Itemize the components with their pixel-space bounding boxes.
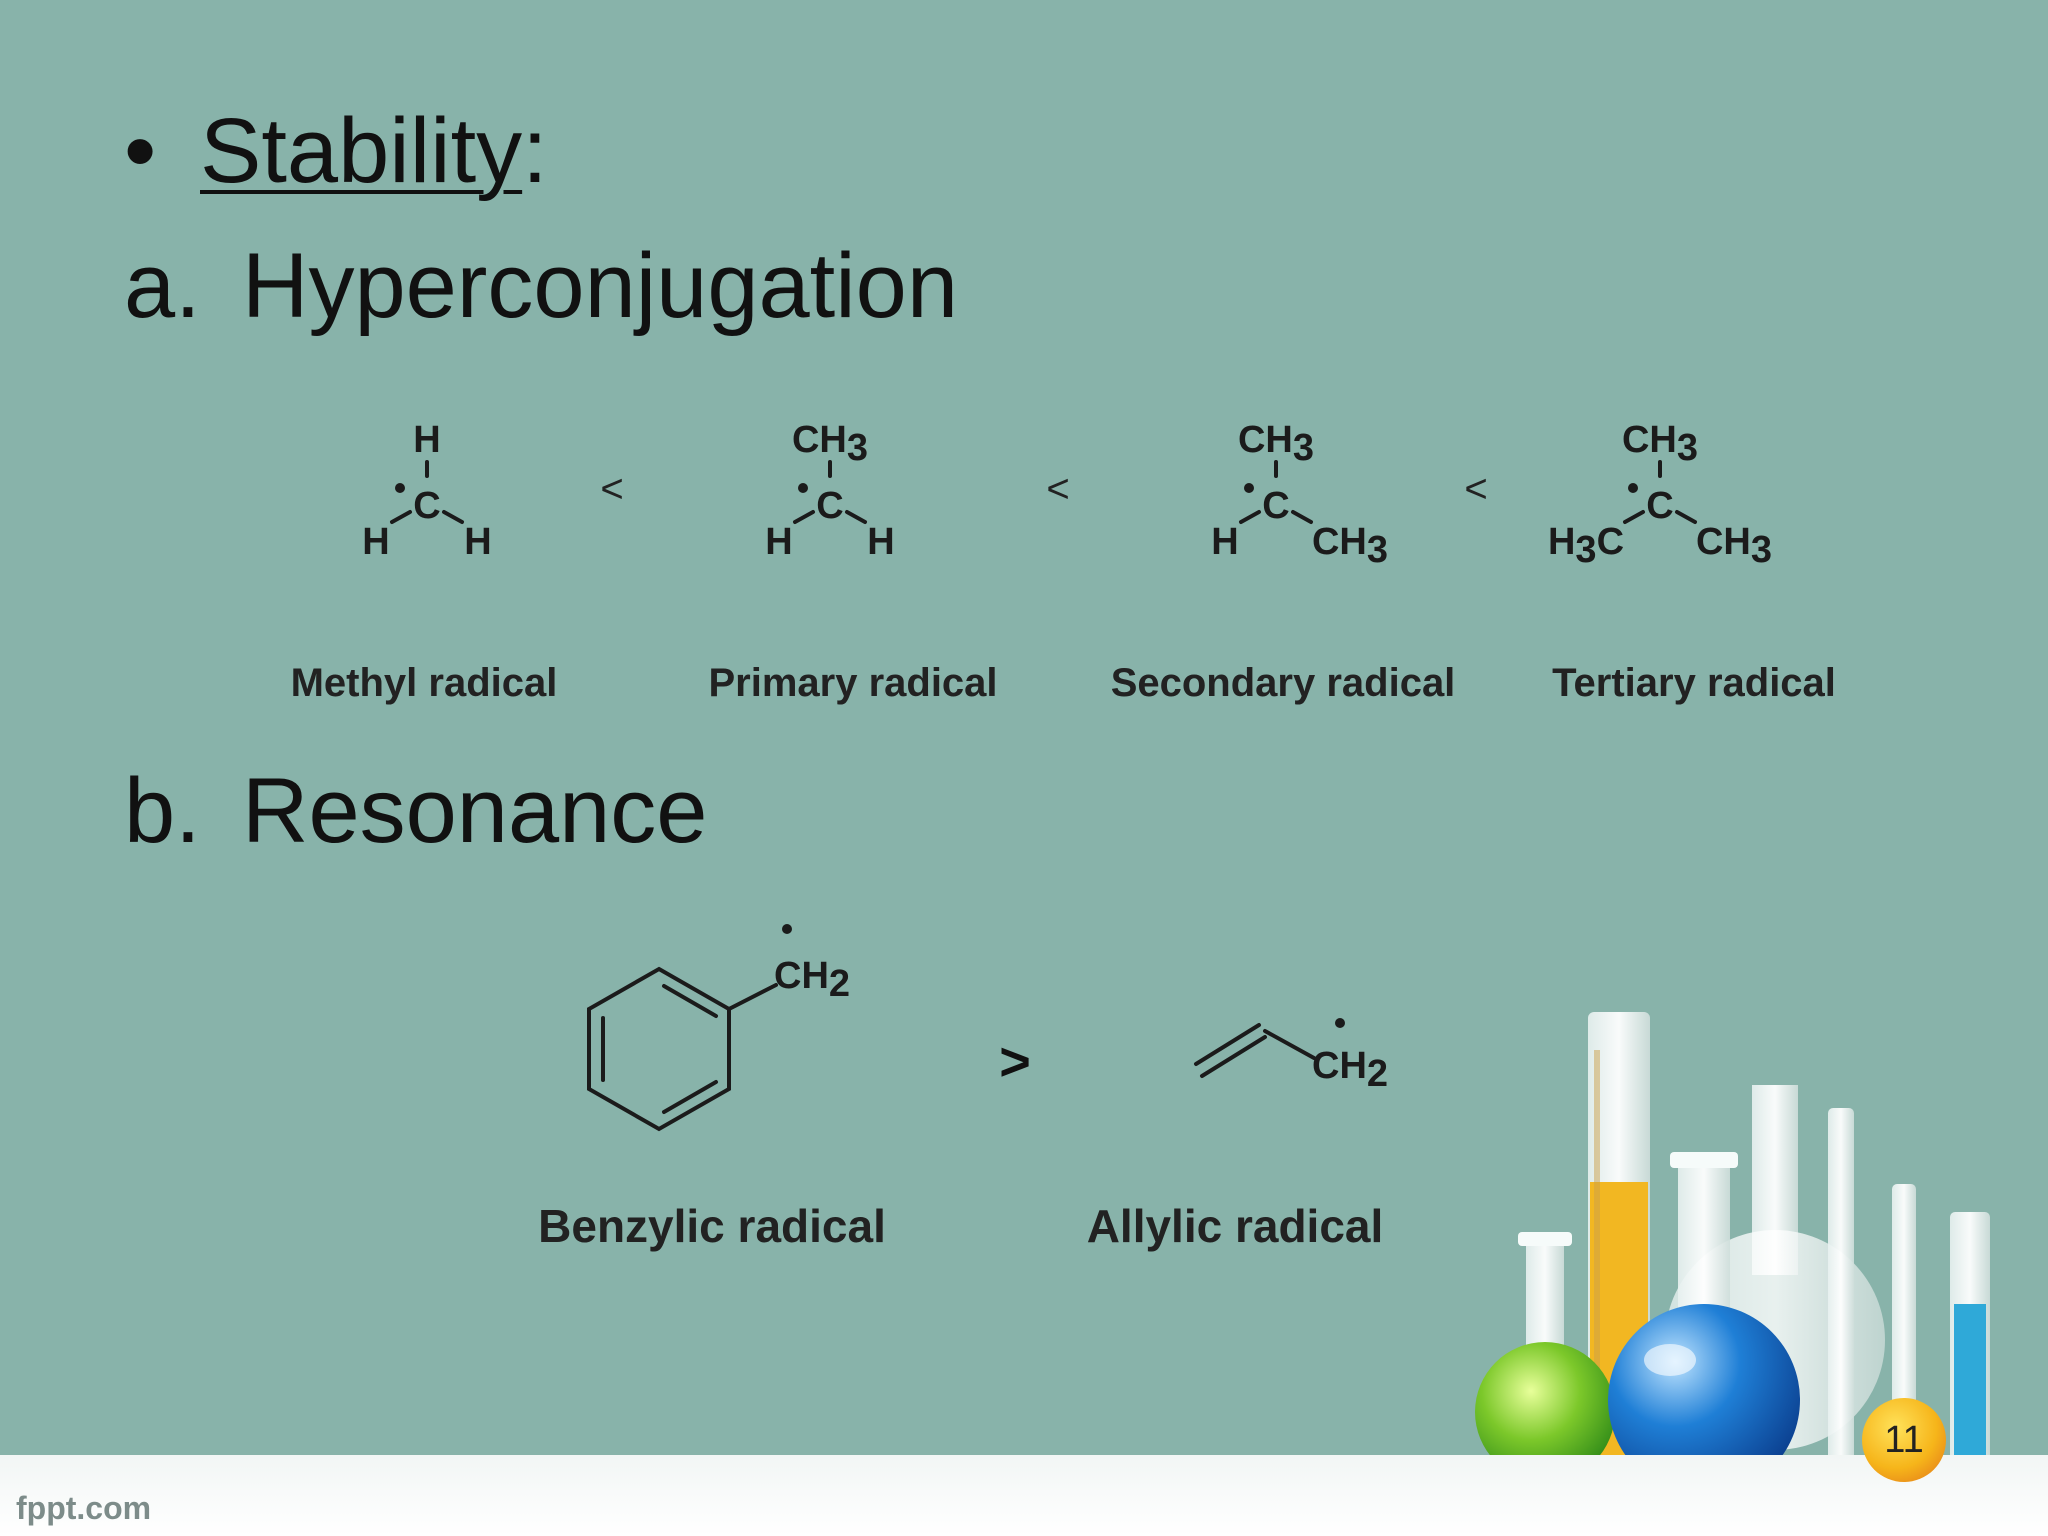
benzylic-group: CH2 xyxy=(774,955,850,1005)
radical-dot-icon xyxy=(782,924,792,934)
bullet-symbol: • xyxy=(124,100,157,202)
primary-left-atom: H xyxy=(765,521,792,563)
lab-glassware-illustration xyxy=(1475,1012,1990,1504)
green-flask xyxy=(1475,1232,1615,1482)
item-marker-a: a. xyxy=(124,235,201,337)
comparator-less-3: < xyxy=(1464,467,1487,511)
comparator-greater: > xyxy=(999,1032,1031,1092)
tertiary-left-group: H3C xyxy=(1548,521,1624,571)
comparator-less-1: < xyxy=(600,467,623,511)
item-text-b: Resonance xyxy=(242,760,708,862)
methyl-radical-structure: H C H H xyxy=(362,419,491,563)
comparator-less-2: < xyxy=(1046,467,1069,511)
label-tertiary-radical: Tertiary radical xyxy=(1552,661,1836,705)
heading-stability: Stability xyxy=(200,100,523,202)
footer-bar xyxy=(0,1455,2048,1536)
tertiary-center-atom: C xyxy=(1646,485,1673,527)
footer-brand: fppt.com xyxy=(16,1490,152,1526)
radical-dot-icon xyxy=(1628,483,1638,493)
secondary-left-atom: H xyxy=(1211,521,1238,563)
label-secondary-radical: Secondary radical xyxy=(1111,661,1456,705)
methyl-center-atom: C xyxy=(413,485,440,527)
methyl-right-atom: H xyxy=(464,521,491,563)
allylic-group: CH2 xyxy=(1312,1045,1388,1095)
label-benzylic-radical: Benzylic radical xyxy=(538,1200,886,1252)
primary-right-atom: H xyxy=(867,521,894,563)
benzylic-radical-structure: CH2 xyxy=(587,924,850,1132)
tertiary-right-group: CH3 xyxy=(1696,521,1772,571)
radical-dot-icon xyxy=(1335,1018,1345,1028)
secondary-radical-structure: CH3 C H CH3 xyxy=(1211,419,1388,571)
secondary-right-group: CH3 xyxy=(1312,521,1388,571)
benzene-ring xyxy=(587,966,731,1132)
label-primary-radical: Primary radical xyxy=(708,661,997,705)
secondary-center-atom: C xyxy=(1262,485,1289,527)
item-resonance: b.Resonance xyxy=(124,765,707,857)
methyl-left-atom: H xyxy=(362,521,389,563)
blue-flask xyxy=(1608,1152,1800,1496)
radical-dot-icon xyxy=(798,483,808,493)
bullet-heading: •Stability: xyxy=(124,105,548,197)
methyl-top-atom: H xyxy=(413,419,440,461)
radical-dot-icon xyxy=(395,483,405,493)
radical-dot-icon xyxy=(1244,483,1254,493)
item-marker-b: b. xyxy=(124,760,201,862)
primary-radical-structure: CH3 C H H xyxy=(765,419,894,563)
heading-colon: : xyxy=(522,100,548,202)
label-methyl-radical: Methyl radical xyxy=(291,661,558,705)
page-number-badge: 11 xyxy=(1862,1398,1946,1482)
tertiary-radical-structure: CH3 C H3C CH3 xyxy=(1548,419,1772,571)
allylic-radical-structure: CH2 xyxy=(1194,1018,1388,1095)
label-allylic-radical: Allylic radical xyxy=(1087,1200,1384,1252)
item-text-a: Hyperconjugation xyxy=(242,235,959,337)
item-hyperconjugation: a.Hyperconjugation xyxy=(124,240,958,332)
primary-center-atom: C xyxy=(816,485,843,527)
